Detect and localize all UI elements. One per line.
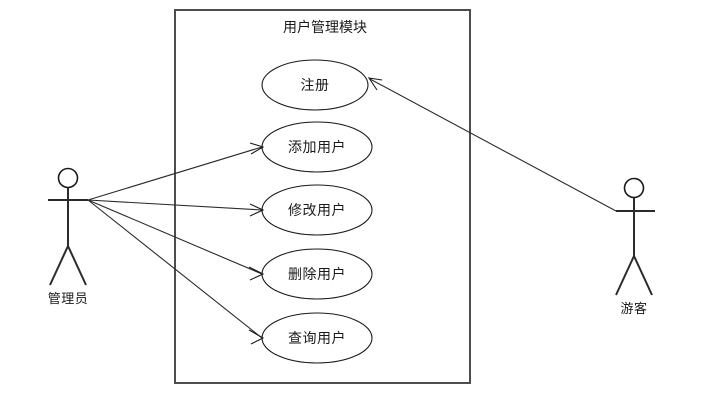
association-group xyxy=(87,78,617,339)
actor-label: 管理员 xyxy=(48,292,89,307)
association-admin-delete-user xyxy=(87,199,263,275)
arrowhead-icon xyxy=(249,203,265,217)
use-case-register[interactable]: 注册 xyxy=(261,59,369,111)
association-admin-add-user xyxy=(87,146,263,201)
arrowhead-group xyxy=(248,77,383,345)
use-case-label: 删除用户 xyxy=(288,266,346,283)
use-case-label: 注册 xyxy=(301,78,330,94)
actor-administrator[interactable]: 管理员 xyxy=(48,167,89,308)
actor-head-icon xyxy=(623,177,645,199)
use-case-ellipse xyxy=(261,59,369,111)
use-case-label: 查询用户 xyxy=(288,330,346,347)
actor-leg-left-line xyxy=(49,245,69,286)
use-case-modify-user[interactable]: 修改用户 xyxy=(261,184,373,236)
association-admin-query-user xyxy=(87,199,263,339)
system-boundary-title: 用户管理模块 xyxy=(283,19,367,36)
arrowhead-icon xyxy=(367,77,383,91)
actor-leg-right-line xyxy=(67,245,87,286)
actor-label: 游客 xyxy=(620,301,647,317)
association-admin-modify-user xyxy=(87,199,263,211)
arrowhead-icon xyxy=(249,142,265,155)
use-case-group: 注册 添加用户 修改用户 删除用户 查询用户 xyxy=(261,59,373,364)
use-case-query-user[interactable]: 查询用户 xyxy=(261,312,373,364)
association-guest-register xyxy=(369,78,617,212)
use-case-delete-user[interactable]: 删除用户 xyxy=(261,248,373,300)
actor-leg-right-line xyxy=(633,255,653,296)
actor-leg-left-line xyxy=(615,255,635,296)
use-case-label: 添加用户 xyxy=(288,139,346,156)
system-boundary-box xyxy=(174,9,471,384)
use-case-label: 修改用户 xyxy=(288,202,346,219)
use-case-add-user[interactable]: 添加用户 xyxy=(261,121,373,173)
actor-head-icon xyxy=(57,167,79,189)
arrowhead-icon xyxy=(248,266,265,281)
actor-guest[interactable]: 游客 xyxy=(615,177,655,318)
arrowhead-icon xyxy=(248,329,265,345)
